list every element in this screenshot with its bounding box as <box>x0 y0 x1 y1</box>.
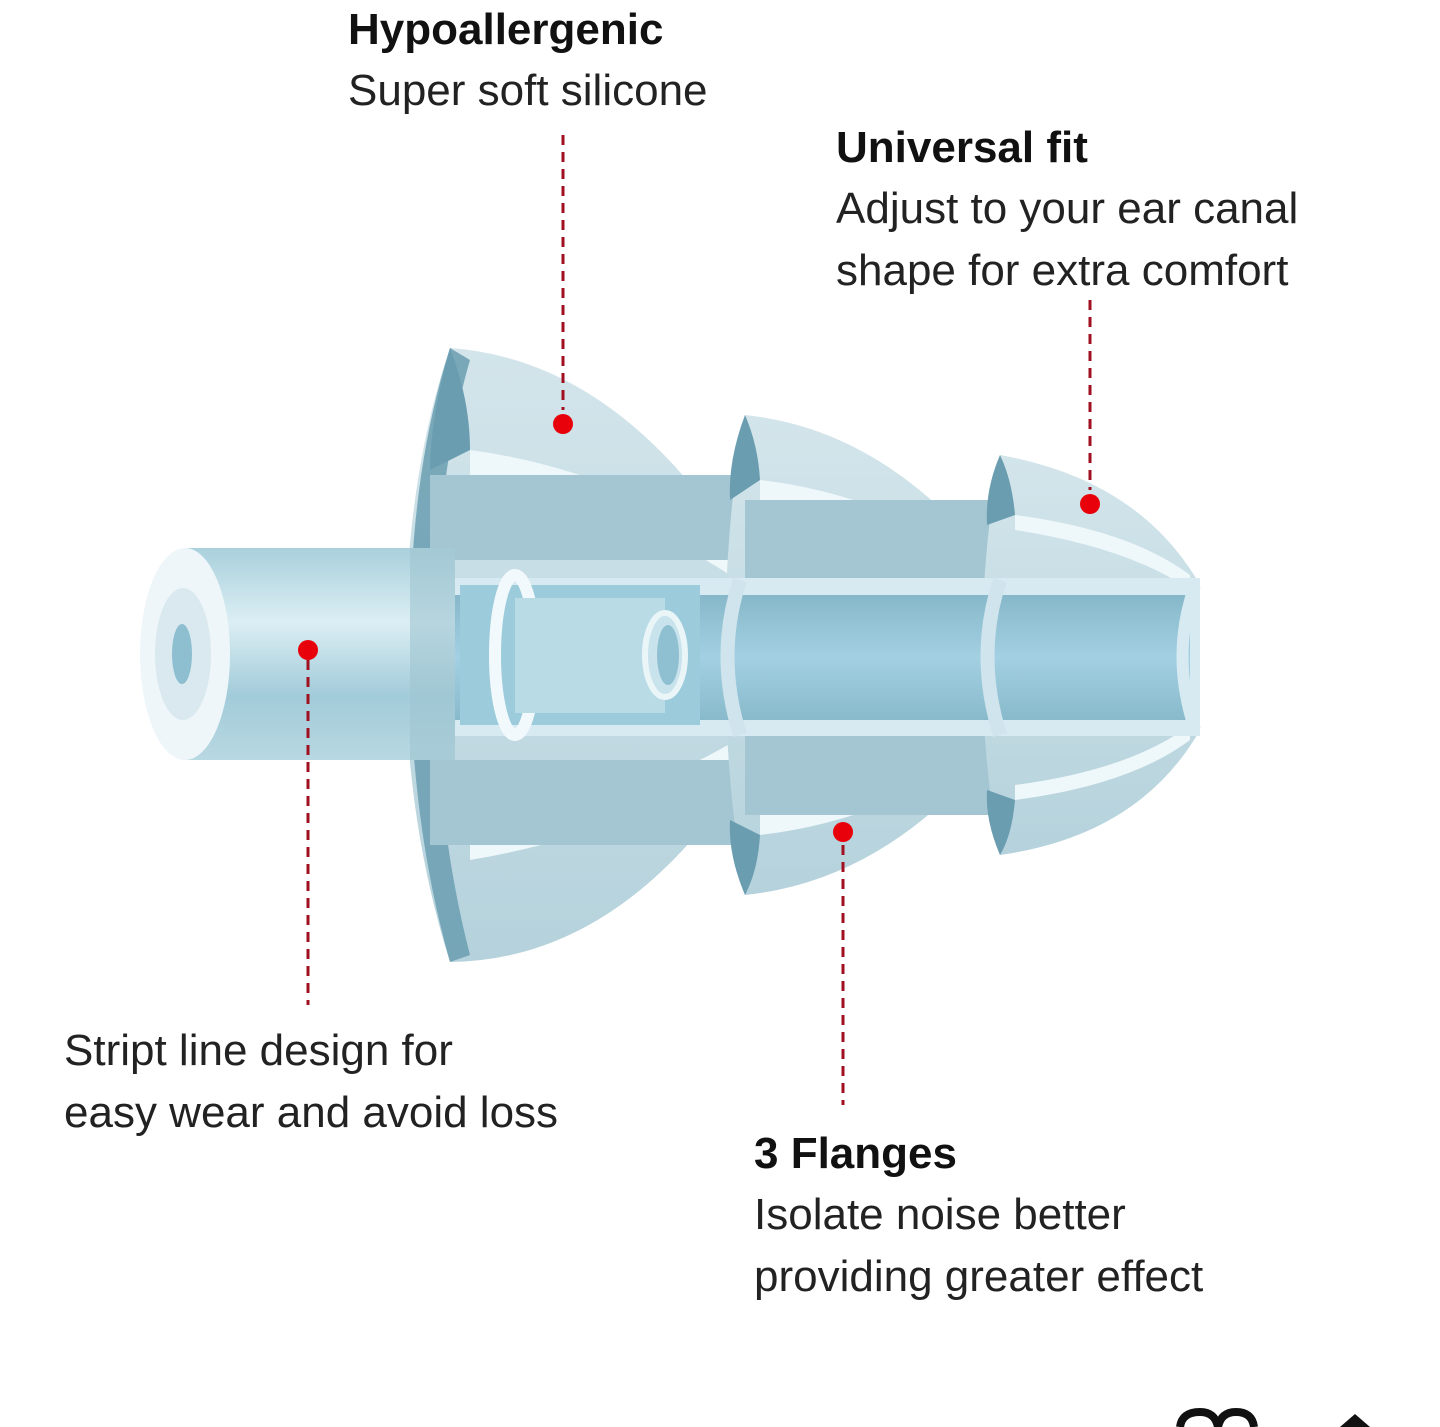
callout-desc-line-1: Adjust to your ear canal <box>836 184 1299 233</box>
callout-title: Universal fit <box>836 123 1088 172</box>
callout-desc: Super soft silicone <box>348 66 708 115</box>
callout-hypoallergenic: Hypoallergenic Super soft silicone <box>348 0 708 122</box>
marker-stem <box>298 640 318 660</box>
marker-hypoallergenic <box>553 414 573 434</box>
callout-universal-fit: Universal fit Adjust to your ear canal s… <box>836 118 1298 302</box>
callout-desc-line-1: Stript line design for <box>64 1026 453 1075</box>
callout-desc-line-2: providing greater effect <box>754 1252 1204 1301</box>
callout-title: Hypoallergenic <box>348 5 664 54</box>
stem <box>140 548 455 760</box>
up-arrow-icon <box>1340 1414 1370 1427</box>
bottom-icons <box>1176 1407 1370 1427</box>
callout-desc-line-2: shape for extra comfort <box>836 246 1289 295</box>
link-icon <box>1176 1407 1258 1427</box>
callout-flanges: 3 Flanges Isolate noise better providing… <box>754 1124 1203 1308</box>
marker-flanges <box>833 822 853 842</box>
marker-universal-fit <box>1080 494 1100 514</box>
leader-lines <box>306 135 1092 1105</box>
callout-stript-line: Stript line design for easy wear and avo… <box>64 1020 558 1144</box>
callout-title: 3 Flanges <box>754 1129 957 1178</box>
markers <box>298 414 1100 842</box>
callout-desc-line-1: Isolate noise better <box>754 1190 1126 1239</box>
callout-desc-line-2: easy wear and avoid loss <box>64 1088 559 1137</box>
